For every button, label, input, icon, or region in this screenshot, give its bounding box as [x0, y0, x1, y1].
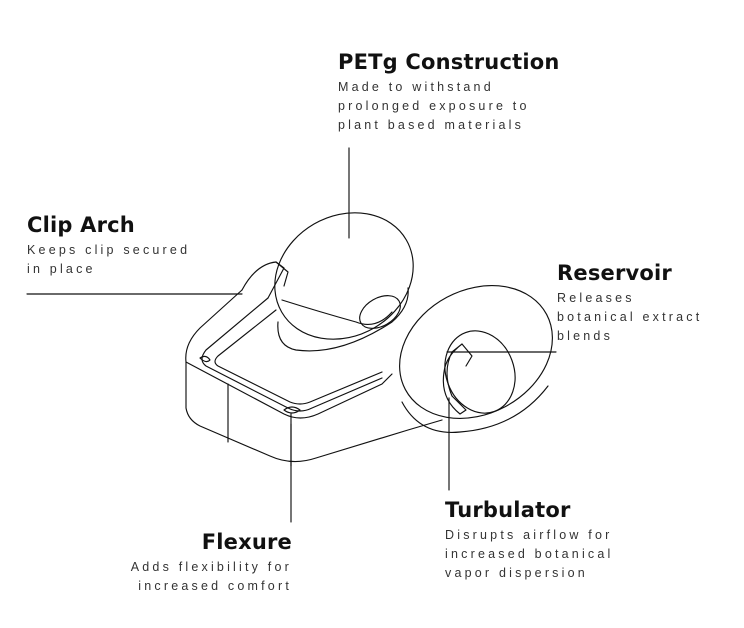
turbulator-tab [461, 343, 473, 367]
callout-reservoir: Reservoir Releases botanical extract ble… [557, 261, 702, 346]
reservoir-description: Releases botanical extract blends [557, 289, 702, 346]
callout-clip-arch: Clip Arch Keeps clip secured in place [27, 213, 190, 279]
flexure-line-2: increased comfort [138, 579, 292, 593]
clip-arch-line-2: in place [27, 262, 96, 276]
reservoir-line-1: Releases [557, 291, 635, 305]
flexure-description: Adds flexibility for increased comfort [131, 558, 292, 596]
clip-arch-inner [275, 261, 289, 287]
callout-flexure: Flexure Adds flexibility for increased c… [131, 530, 292, 596]
turbulator-line-1: Disrupts airflow for [445, 528, 613, 542]
petg-description: Made to withstand prolonged exposure to … [338, 78, 560, 135]
turbulator-fin [442, 343, 467, 415]
clip-arch-title: Clip Arch [27, 213, 135, 237]
petg-dome-curve [281, 299, 393, 325]
callout-petg: PETg Construction Made to withstand prol… [338, 50, 560, 135]
petg-dome-hole [359, 295, 401, 329]
petg-line-2: prolonged exposure to [338, 99, 530, 113]
base-top-outline [185, 289, 393, 419]
flexure-title: Flexure [201, 530, 292, 554]
callout-turbulator: Turbulator Disrupts airflow for increase… [445, 498, 614, 583]
clip-arch-line-1: Keeps clip secured [27, 243, 191, 257]
base-front-face [185, 361, 443, 463]
turbulator-title: Turbulator [445, 498, 571, 522]
base-inner-rim [201, 297, 383, 412]
reservoir-ring-side [401, 385, 549, 433]
base-inner-rim-2 [214, 309, 383, 405]
petg-line-1: Made to withstand [338, 80, 494, 94]
clip-arch-description: Keeps clip secured in place [27, 241, 190, 279]
turbulator-description: Disrupts airflow for increased botanical… [445, 526, 614, 583]
notch-left [199, 355, 211, 363]
petg-title: PETg Construction [338, 50, 560, 74]
petg-line-3: plant based materials [338, 118, 525, 132]
reservoir-line-3: blends [557, 329, 614, 343]
reservoir-line-2: botanical extract [557, 310, 703, 324]
turbulator-line-2: increased botanical [445, 547, 614, 561]
reservoir-ring-outer [399, 285, 553, 419]
notch-front [283, 406, 301, 414]
flexure-line-1: Adds flexibility for [130, 560, 292, 574]
turbulator-line-3: vapor dispersion [445, 566, 588, 580]
reservoir-title: Reservoir [557, 261, 672, 285]
petg-dome-side [277, 287, 409, 352]
